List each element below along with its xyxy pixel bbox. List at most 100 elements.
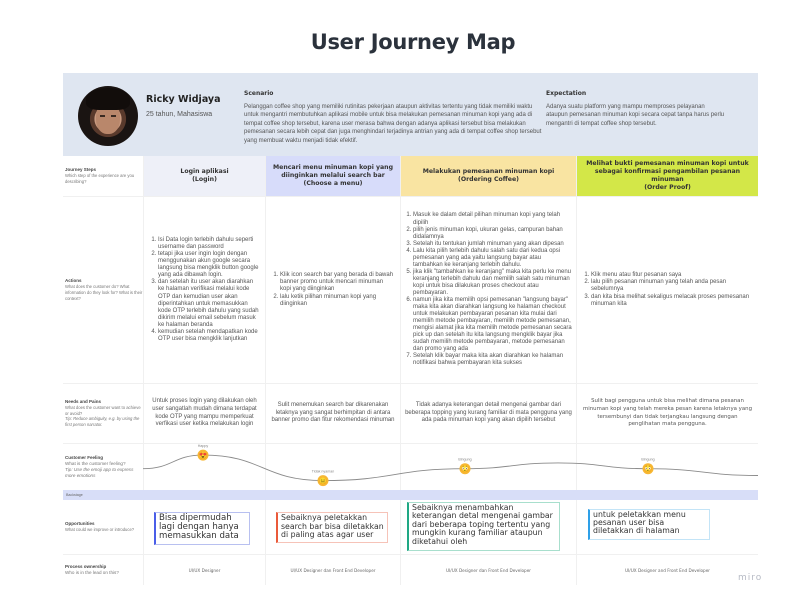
actions-list: Klik menu atau fitur pesanan saya lalu p… bbox=[577, 272, 758, 307]
row-tip: Tip: Reduce ambiguity, e.g. by using the… bbox=[65, 416, 140, 428]
actions-cell[interactable]: Klik icon search bar yang berada di bawa… bbox=[265, 197, 400, 383]
row-title: Needs and Pains bbox=[65, 399, 102, 404]
action-item: Klik menu atau fitur pesanan saya bbox=[591, 272, 754, 279]
row-label: Opportunities What could we improve or i… bbox=[63, 500, 143, 554]
opportunity-cell bbox=[400, 500, 576, 554]
actions-cell[interactable]: Isi Data login terlebih dahulu seperti u… bbox=[143, 197, 265, 383]
journey-map-board: Ricky Widjaya 25 tahun, Mahasiswa Scenar… bbox=[63, 73, 758, 593]
feeling-cell bbox=[400, 444, 576, 490]
actions-row: Actions What does the customer do? What … bbox=[63, 197, 758, 384]
avatar-eye bbox=[100, 115, 105, 117]
step-cell[interactable]: Mencari menu minuman kopi yang diinginka… bbox=[265, 156, 400, 196]
actions-list: Isi Data login terlebih dahulu seperti u… bbox=[144, 237, 265, 343]
row-title: Actions bbox=[65, 278, 82, 284]
step-cell[interactable]: Login aplikasi (Login) bbox=[143, 156, 265, 196]
actions-list: Klik icon search bar yang berada di bawa… bbox=[266, 272, 400, 307]
row-title: Customer Feeling bbox=[65, 454, 104, 460]
needs-pains-row: Needs and Pains What does the customer w… bbox=[63, 384, 758, 444]
scenario-text: Pelanggan coffee shop yang memiliki ruti… bbox=[244, 104, 542, 144]
row-desc: Who is in the lead on this? bbox=[65, 570, 119, 575]
action-item: lalu pilih pesanan minuman yang telah an… bbox=[591, 279, 754, 293]
action-item: Isi Data login terlebih dahulu seperti u… bbox=[158, 237, 259, 251]
action-item: lalu ketik pilihan minuman kopi yang dii… bbox=[280, 294, 394, 308]
row-label: Needs and Pains What does the customer w… bbox=[63, 384, 143, 443]
action-item: Klik icon search bar yang berada di bawa… bbox=[280, 272, 394, 293]
action-item: dan setelah itu user akan diarahkan ke h… bbox=[158, 279, 259, 329]
step-cell[interactable]: Melakukan pemesanan minuman kopi (Orderi… bbox=[400, 156, 576, 196]
emotion-label: Bingung bbox=[458, 458, 471, 462]
emotion-emoji-icon bbox=[197, 449, 209, 461]
row-label: Journey Steps Which step of the experien… bbox=[63, 156, 143, 196]
emotion-curve bbox=[143, 454, 758, 482]
row-tip: Tip: Use the emoji app to express more e… bbox=[65, 467, 134, 479]
action-item: pilih jenis minuman kopi, ukuran gelas, … bbox=[413, 227, 572, 241]
action-item: namun jika kita memilih opsi pemesanan "… bbox=[413, 297, 572, 353]
emotion-emoji-glyph: 😳 bbox=[644, 464, 653, 473]
feeling-cell bbox=[265, 444, 400, 490]
emotion-emoji-glyph: 😳 bbox=[461, 464, 470, 473]
emotion-label: Tidak nyaman bbox=[312, 470, 334, 474]
action-item: Lalu kita pilih terlebih dahulu salah sa… bbox=[413, 248, 572, 269]
row-desc: What could we improve or introduce? bbox=[65, 527, 135, 532]
owner-cell[interactable]: UI/UX Designer and Front End Developer bbox=[576, 555, 758, 585]
action-item: tetapi jika user ingin login dengan meng… bbox=[158, 251, 259, 279]
feeling-cell bbox=[576, 444, 758, 490]
miro-watermark: miro bbox=[738, 573, 763, 583]
owner-cell[interactable]: UI/UX Designer dan Front End Developer bbox=[265, 555, 400, 585]
persona-avatar bbox=[78, 86, 138, 146]
journey-steps-row: Journey Steps Which step of the experien… bbox=[63, 156, 758, 197]
action-item: kemudian setelah mendapatkan kode OTP us… bbox=[158, 329, 259, 343]
needs-cell[interactable]: Sulit bagi pengguna untuk bisa melihat d… bbox=[576, 384, 758, 443]
needs-cell[interactable]: Sulit menemukan search bar dikarenakan l… bbox=[265, 384, 400, 443]
row-desc: Which step of the experience are you des… bbox=[65, 173, 135, 184]
expectation-heading: Expectation bbox=[546, 90, 587, 97]
row-title: Opportunities bbox=[65, 521, 95, 527]
opportunity-sticky-note[interactable]: untuk peletakkan menu pesanan user bisa … bbox=[588, 509, 710, 540]
scenario-heading: Scenario bbox=[244, 90, 274, 97]
row-label: Actions What does the customer do? What … bbox=[63, 197, 143, 383]
step-label: Melakukan pemesanan minuman kopi (Orderi… bbox=[422, 168, 555, 183]
emotion-emoji-glyph: 😍 bbox=[199, 451, 208, 460]
emotion-curve-chart: 😍 Happy 😑 Tidak nyaman 😳 Bingung 😳 Bingung bbox=[143, 444, 758, 487]
opportunity-sticky-note[interactable]: Sebaiknya peletakkan search bar bisa dil… bbox=[276, 512, 388, 543]
row-desc: What is the customer feeling? bbox=[65, 460, 126, 466]
actions-cell[interactable]: Klik menu atau fitur pesanan saya lalu p… bbox=[576, 197, 758, 383]
emotion-label: Bingung bbox=[641, 458, 654, 462]
persona-header: Ricky Widjaya 25 tahun, Mahasiswa Scenar… bbox=[63, 73, 758, 156]
action-item: dan kita bisa melihat sekaligus melacak … bbox=[591, 294, 754, 308]
actions-list: Masuk ke dalam detail pilihan minuman ko… bbox=[401, 212, 576, 367]
actions-cell[interactable]: Masuk ke dalam detail pilihan minuman ko… bbox=[400, 197, 576, 383]
step-cell[interactable]: Melihat bukti pemesanan minuman kopi unt… bbox=[576, 156, 758, 196]
row-label: Customer Feeling What is the customer fe… bbox=[63, 444, 143, 490]
emotion-emoji-glyph: 😑 bbox=[319, 476, 328, 485]
action-item: jika klik "tambahkan ke keranjang" maka … bbox=[413, 269, 572, 297]
emotion-emoji-icon bbox=[317, 475, 329, 487]
needs-cell[interactable]: Untuk proses login yang dilakukan oleh u… bbox=[143, 384, 265, 443]
emotion-emoji-icon bbox=[459, 463, 471, 475]
action-item: Setelah itu tentukan jumlah minuman yang… bbox=[413, 241, 572, 248]
opportunities-row: Opportunities What could we improve or i… bbox=[63, 500, 758, 555]
row-desc: What does the customer do? What informat… bbox=[65, 284, 143, 301]
feeling-cell bbox=[143, 444, 265, 490]
opportunity-cell bbox=[265, 500, 400, 554]
process-ownership-row: Process ownership Who is in the lead on … bbox=[63, 555, 758, 585]
page-title: User Journey Map bbox=[310, 30, 516, 54]
emotion-emoji-icon bbox=[642, 463, 654, 475]
persona-subtitle: 25 tahun, Mahasiswa bbox=[146, 111, 213, 118]
expectation-text: Adanya suatu platform yang mampu mempros… bbox=[546, 104, 725, 127]
action-item: Masuk ke dalam detail pilihan minuman ko… bbox=[413, 212, 572, 226]
step-label: Login aplikasi (Login) bbox=[180, 168, 229, 183]
row-label: Process ownership Who is in the lead on … bbox=[63, 555, 143, 585]
row-title: Process ownership bbox=[65, 563, 107, 569]
opportunity-sticky-note[interactable]: Sebaiknya menambahkan keterangan detal m… bbox=[407, 502, 560, 551]
owner-cell[interactable]: UI/UX Designer dan Front End Developer bbox=[400, 555, 576, 585]
needs-cell[interactable]: Tidak adanya keterangan detail mengenai … bbox=[400, 384, 576, 443]
opportunity-cell bbox=[576, 500, 758, 554]
avatar-hair bbox=[86, 88, 130, 110]
emotion-label: Happy bbox=[198, 444, 209, 448]
row-title: Journey Steps bbox=[65, 167, 97, 173]
owner-cell[interactable]: UI/UX Designer bbox=[143, 555, 265, 585]
step-label: Melihat bukti pemesanan minuman kopi unt… bbox=[586, 160, 749, 191]
opportunity-sticky-note[interactable]: Bisa dipermudah lagi dengan hanya memasu… bbox=[154, 512, 250, 545]
step-label: Mencari menu minuman kopi yang diinginka… bbox=[272, 164, 394, 187]
